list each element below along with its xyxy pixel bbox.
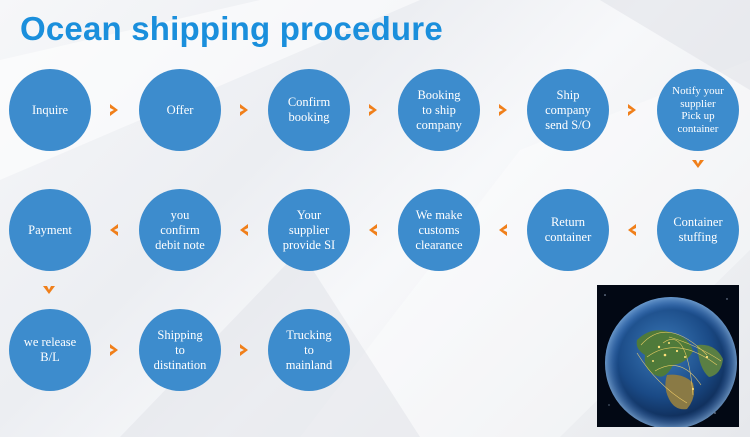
globe-network-icon [597,285,739,427]
step-confirm-booking: Confirm booking [268,69,350,151]
step-supplier-provide-si: Your supplier provide SI [268,189,350,271]
step-confirm-debit-note: you confirm debit note [139,189,221,271]
page-title: Ocean shipping procedure [20,10,443,48]
chevron-right-icon [107,103,121,117]
chevron-left-icon [366,223,380,237]
step-container-stuffing: Container stuffing [657,189,739,271]
step-payment: Payment [9,189,91,271]
step-trucking-to-mainland: Trucking to mainland [268,309,350,391]
step-return-container: Return container [527,189,609,271]
globe-network-image [597,285,739,427]
step-booking-to-ship-company: Booking to ship company [398,69,480,151]
chevron-right-icon [496,103,510,117]
step-offer: Offer [139,69,221,151]
step-ship-company-send-so: Ship company send S/O [527,69,609,151]
chevron-down-icon [691,157,705,171]
chevron-left-icon [107,223,121,237]
step-inquire: Inquire [9,69,91,151]
step-notify-supplier: Notify your supplier Pick up container [657,69,739,151]
chevron-right-icon [625,103,639,117]
chevron-left-icon [625,223,639,237]
chevron-right-icon [237,103,251,117]
step-customs-clearance: We make customs clearance [398,189,480,271]
chevron-left-icon [237,223,251,237]
chevron-right-icon [107,343,121,357]
chevron-left-icon [496,223,510,237]
step-shipping-to-destination: Shipping to distination [139,309,221,391]
chevron-right-icon [237,343,251,357]
chevron-down-icon [42,283,56,297]
step-release-bl: we release B/L [9,309,91,391]
chevron-right-icon [366,103,380,117]
